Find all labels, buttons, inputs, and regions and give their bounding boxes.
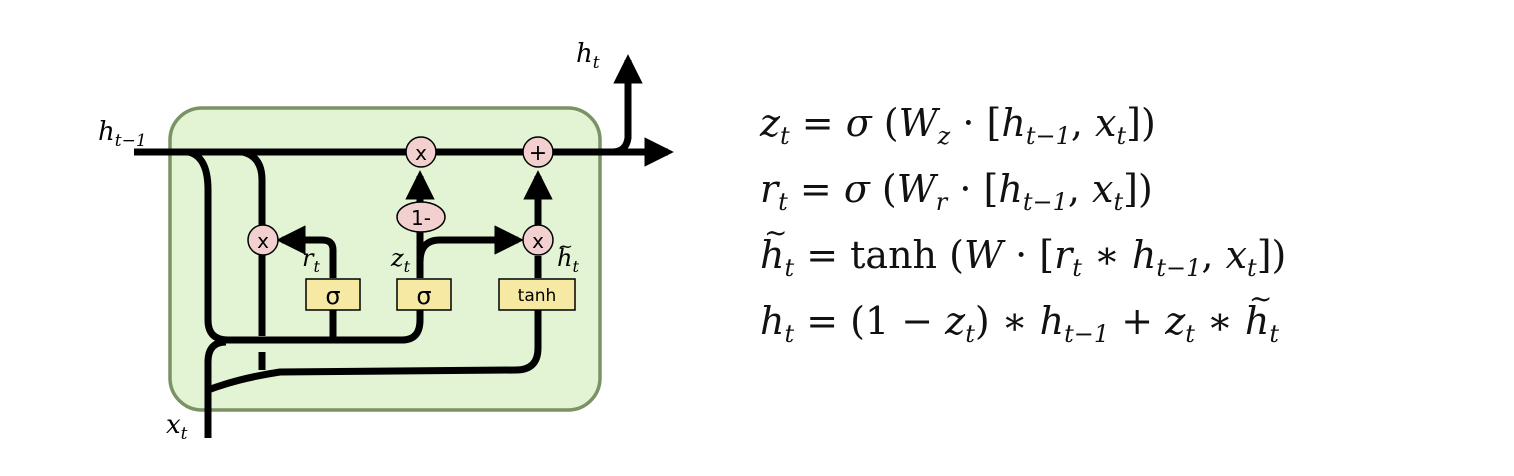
gru-cell-diagram: σ σ tanh x x + x 1- ht−1 ht xt rt zt ht … xyxy=(98,39,674,444)
add-op: + xyxy=(522,136,554,168)
candidate-gate-label: tanh xyxy=(518,286,557,306)
equation-reset-gate: rt = σ (Wr · [ht−1, xt]) xyxy=(760,167,1153,216)
h-prev-branch-1 xyxy=(186,148,424,344)
svg-text:x: x xyxy=(532,229,544,253)
tilde-mark: ~ xyxy=(558,236,573,257)
reset-gate-label: σ xyxy=(325,282,340,310)
svg-text:x: x xyxy=(415,141,427,165)
equations-panel: zt = σ (Wz · [ht−1, xt]) rt = σ (Wr · [h… xyxy=(760,90,1286,354)
cell-box xyxy=(168,106,602,412)
update-gate-label: σ xyxy=(416,282,431,310)
equation-output: ht = (1 − zt) ∗ ht−1 + zt ∗ ht xyxy=(760,266,1286,354)
h-prev-branch-2 xyxy=(241,148,266,226)
svg-text:x: x xyxy=(257,229,269,253)
h-prev-label: ht−1 xyxy=(98,117,147,151)
candidate-multiply-op: x xyxy=(522,224,554,256)
r-t-label: rt xyxy=(302,244,320,276)
equation-candidate: ht = tanh (W · [rt ∗ ht−1, xt]) xyxy=(760,200,1286,288)
h-out-label: ht xyxy=(576,39,600,73)
update-gate: σ xyxy=(396,278,452,311)
x-in-label: xt xyxy=(166,410,188,444)
z-t-label: zt xyxy=(390,244,411,276)
svg-text:+: + xyxy=(529,141,547,166)
update-multiply-op: x xyxy=(405,136,437,168)
one-minus-op: 1- xyxy=(396,201,446,233)
reset-multiply-op: x xyxy=(247,224,279,256)
x-input-wire xyxy=(204,338,227,438)
reset-signal xyxy=(276,225,337,278)
update-to-cand-mult xyxy=(416,225,524,263)
reset-gate: σ xyxy=(305,278,361,311)
h-tilde-label: ht xyxy=(557,244,579,276)
candidate-gate: tanh xyxy=(498,278,576,311)
x-input-bus-2 xyxy=(206,310,542,394)
equation-update-gate: zt = σ (Wz · [ht−1, xt]) xyxy=(760,101,1156,150)
svg-text:1-: 1- xyxy=(411,206,431,230)
